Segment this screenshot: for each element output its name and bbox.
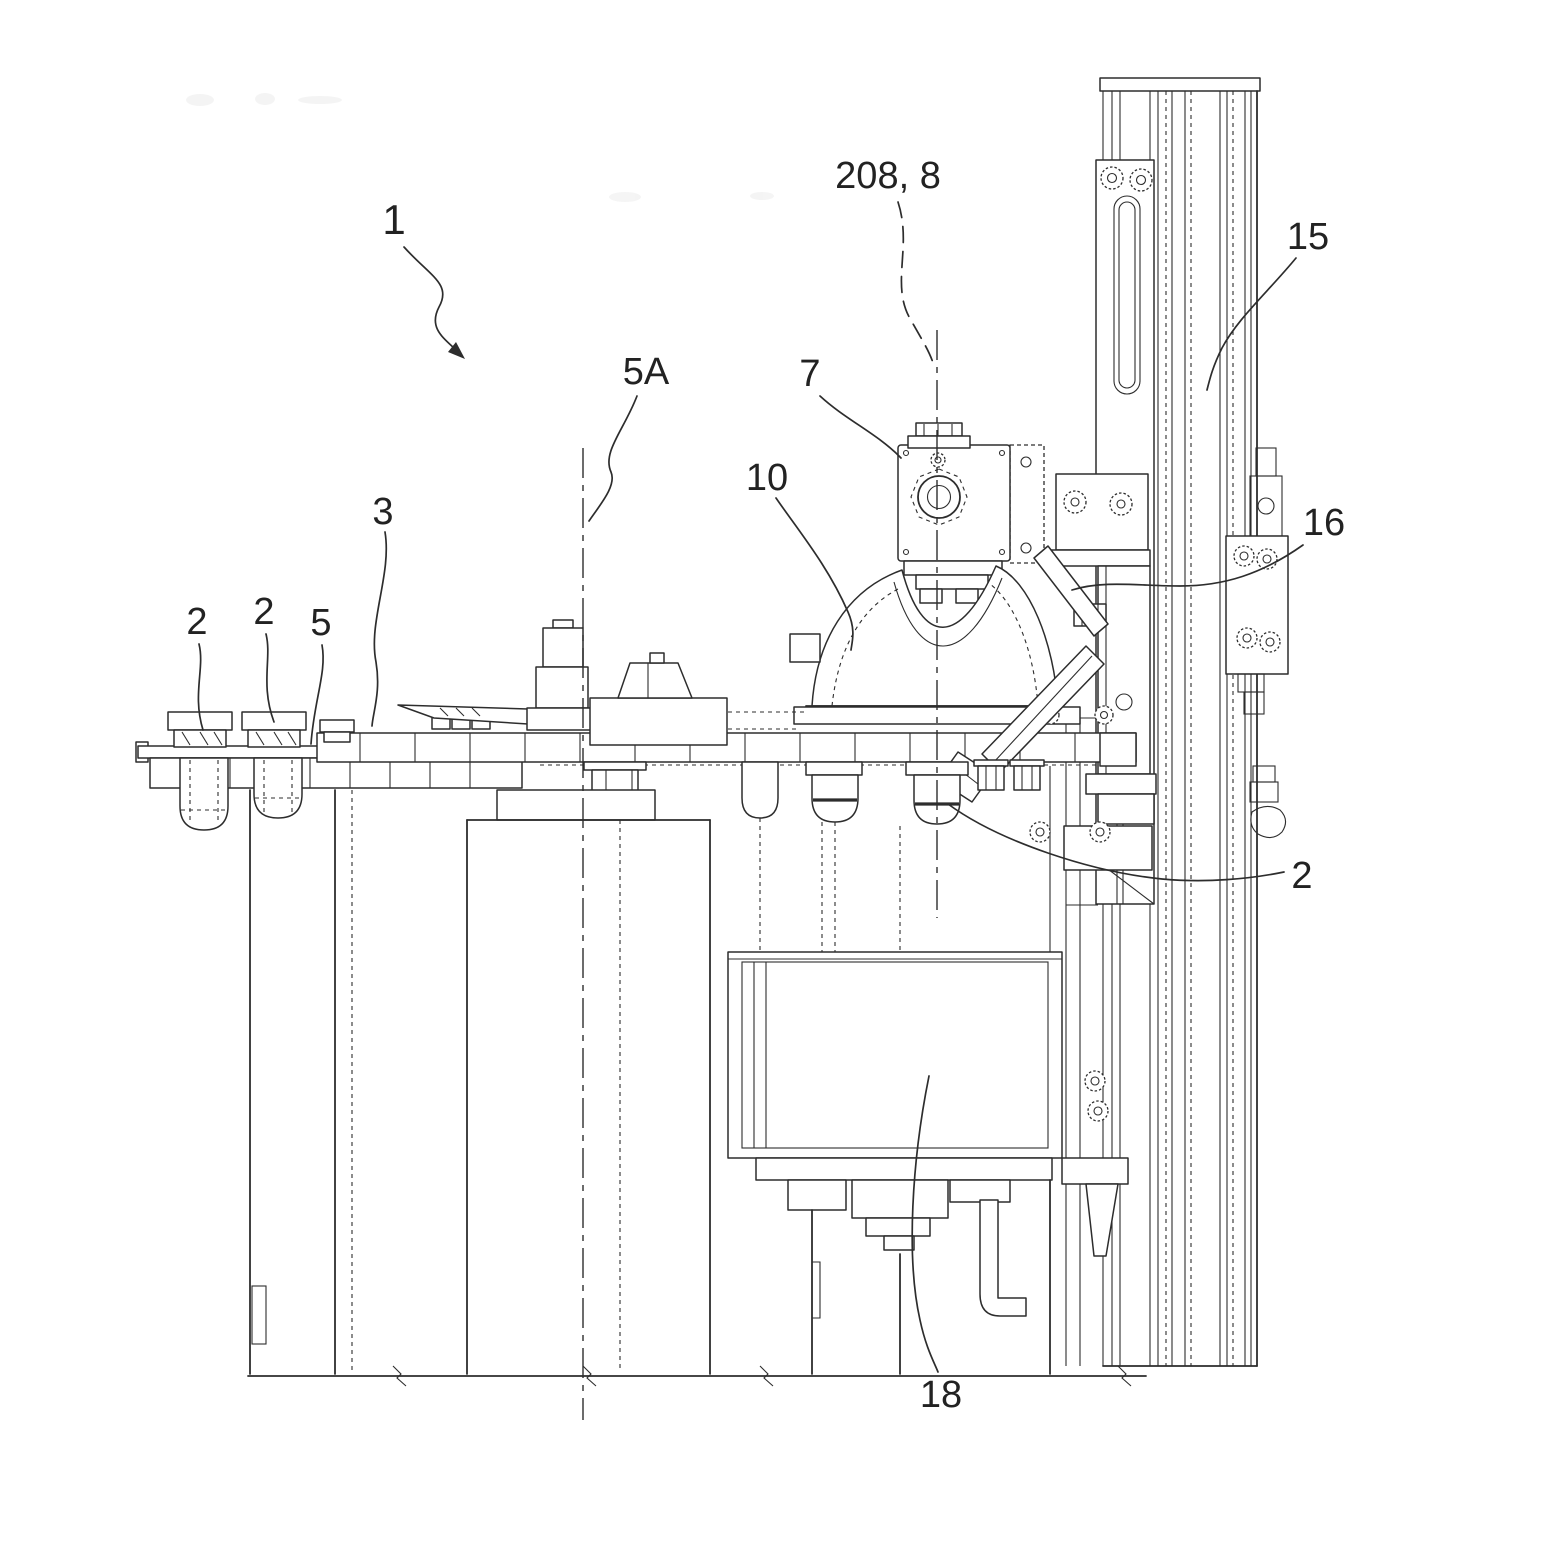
camera-mount-plate — [1009, 444, 1045, 564]
ref-label-2-right: 2 — [1291, 855, 1312, 897]
leader-208-8 — [897, 201, 935, 367]
container-tubes-center — [741, 759, 1045, 952]
leader-15 — [1206, 257, 1297, 391]
ref-label-15: 15 — [1287, 216, 1329, 258]
tube — [741, 761, 779, 819]
ref-label-208-8: 208, 8 — [835, 155, 941, 197]
ref-label-16: 16 — [1303, 502, 1345, 544]
leader-2-left — [197, 643, 204, 731]
camera-body — [897, 444, 1011, 562]
camera-lens-icon — [917, 475, 961, 519]
ref-label-5: 5 — [310, 602, 331, 644]
ref-label-10: 10 — [746, 457, 788, 499]
center-post — [535, 666, 589, 709]
hook-bracket — [979, 1199, 1027, 1317]
ref-label-5a: 5A — [623, 351, 670, 393]
centerlines — [582, 330, 938, 1420]
scan-artifacts — [186, 93, 774, 202]
leader-1 — [403, 246, 461, 355]
ref-label-18: 18 — [920, 1374, 962, 1416]
leader-5 — [310, 644, 324, 745]
holder-cap — [319, 719, 355, 733]
ref-label-1: 1 — [382, 196, 405, 243]
ref-label-3: 3 — [372, 491, 393, 533]
leader-1-arrowhead — [448, 342, 465, 359]
leader-5a — [588, 395, 638, 522]
tube — [179, 757, 229, 831]
tube — [253, 757, 303, 819]
ref-label-2-left: 2 — [186, 601, 207, 643]
leader-2-mid — [265, 633, 275, 723]
leader-18 — [911, 1075, 939, 1373]
leader-10 — [775, 497, 854, 651]
leader-2-right — [947, 803, 1285, 882]
ref-label-7: 7 — [799, 353, 820, 395]
container-tubes-left — [167, 711, 307, 831]
ref-label-2-mid: 2 — [253, 591, 274, 633]
drive-box-18 — [727, 951, 1063, 1159]
baseline — [247, 1365, 1147, 1387]
lower-cylinders — [249, 789, 711, 1375]
rail-side-bracket — [1225, 447, 1289, 839]
leader-16 — [1071, 544, 1304, 591]
leader-7 — [819, 395, 902, 459]
leader-lines — [197, 201, 1304, 1373]
camera-unit — [897, 422, 1045, 604]
drive-box — [727, 951, 1129, 1375]
leader-3 — [371, 531, 388, 727]
reference-labels: 1 208, 8 5A 7 3 10 15 16 2 2 5 2 18 — [186, 155, 1345, 1416]
